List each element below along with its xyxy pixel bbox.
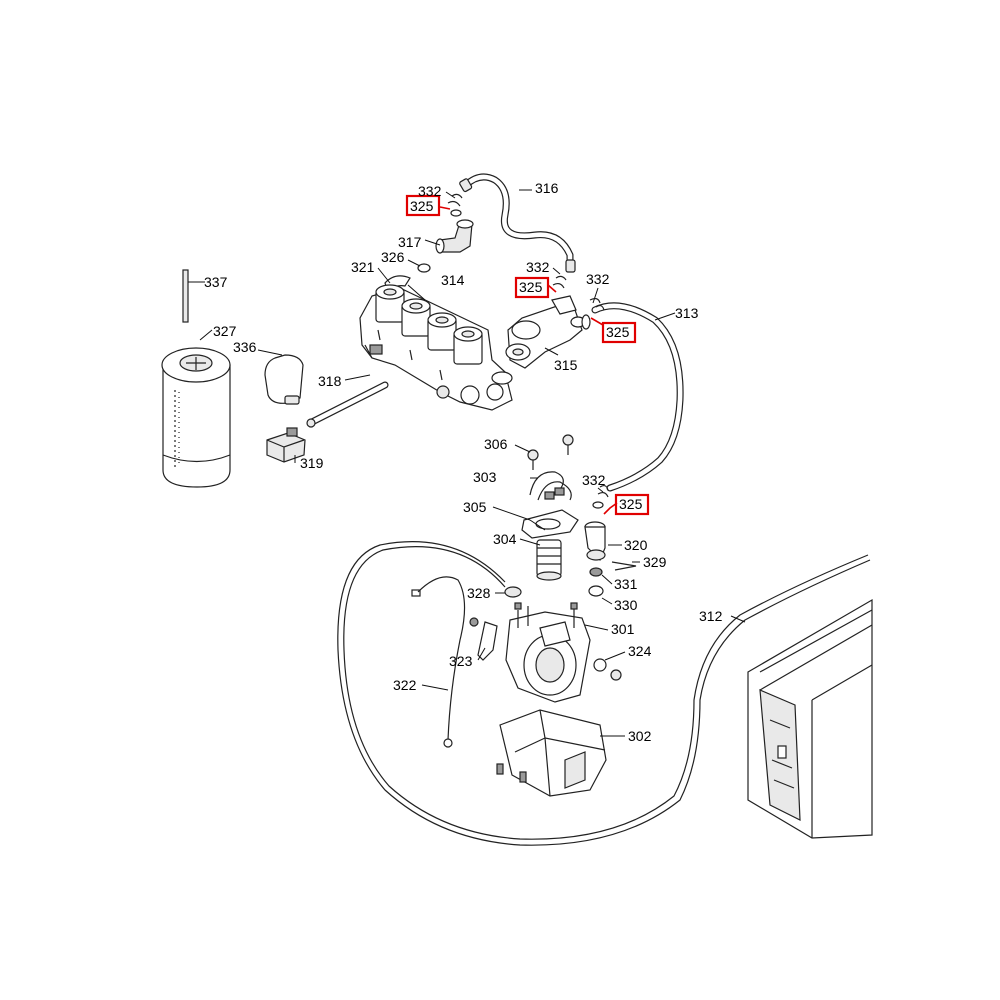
part-317-elbow bbox=[435, 219, 474, 254]
part-330-cap bbox=[588, 585, 604, 597]
part-336-hose-loop bbox=[264, 354, 304, 405]
part-305-gasket bbox=[521, 509, 579, 539]
callout-315: 315 bbox=[554, 357, 578, 373]
part-301-boiler bbox=[505, 602, 591, 703]
callout-323: 323 bbox=[449, 653, 473, 669]
callout-328: 328 bbox=[467, 585, 491, 601]
callout-319: 319 bbox=[300, 455, 324, 471]
part-316-hose bbox=[459, 173, 576, 273]
callout-325-highlight: 325 bbox=[619, 496, 643, 512]
callout-337: 337 bbox=[204, 274, 228, 290]
callout-332: 332 bbox=[418, 183, 442, 199]
part-328-grommet bbox=[504, 586, 522, 598]
part-322-cable bbox=[411, 576, 466, 748]
callout-322: 322 bbox=[393, 677, 417, 693]
callout-301: 301 bbox=[611, 621, 635, 637]
callout-325-highlight: 325 bbox=[606, 324, 630, 340]
part-319-connector bbox=[266, 427, 306, 463]
highlight-boxes bbox=[405, 194, 650, 516]
callout-306: 306 bbox=[484, 436, 508, 452]
callout-326: 326 bbox=[381, 249, 405, 265]
callout-304: 304 bbox=[493, 531, 517, 547]
callout-313: 313 bbox=[675, 305, 699, 321]
part-329-clip bbox=[611, 561, 637, 571]
part-306-screws bbox=[527, 434, 574, 470]
callout-302: 302 bbox=[628, 728, 652, 744]
callout-317: 317 bbox=[398, 234, 422, 250]
callout-318: 318 bbox=[318, 373, 342, 389]
part-320-fitting bbox=[584, 521, 606, 562]
part-327-canister bbox=[161, 347, 231, 488]
callout-324: 324 bbox=[628, 643, 652, 659]
part-314-valve-block bbox=[359, 284, 513, 411]
leader-lines bbox=[188, 189, 746, 737]
callout-321: 321 bbox=[351, 259, 375, 275]
part-303-harness bbox=[529, 471, 572, 501]
callout-332: 332 bbox=[526, 259, 550, 275]
callout-303: 303 bbox=[473, 469, 497, 485]
callout-332: 332 bbox=[586, 271, 610, 287]
part-304-heater bbox=[536, 539, 562, 581]
callout-labels: 337 327 336 319 318 321 326 314 317 332 … bbox=[204, 180, 723, 744]
callout-327: 327 bbox=[213, 323, 237, 339]
part-318-tube bbox=[306, 381, 389, 428]
callout-314: 314 bbox=[441, 272, 465, 288]
part-324-screw bbox=[593, 658, 622, 681]
callout-325-highlight: 325 bbox=[410, 198, 434, 214]
callout-305: 305 bbox=[463, 499, 487, 515]
part-315-valve bbox=[505, 295, 591, 369]
part-313-hose bbox=[591, 302, 684, 492]
callout-312: 312 bbox=[699, 608, 723, 624]
callout-325-highlight: 325 bbox=[519, 279, 543, 295]
parts-clips bbox=[447, 193, 609, 509]
callout-332: 332 bbox=[582, 472, 606, 488]
callout-331: 331 bbox=[614, 576, 638, 592]
part-323-bracket bbox=[469, 617, 498, 661]
callout-336: 336 bbox=[233, 339, 257, 355]
callout-330: 330 bbox=[614, 597, 638, 613]
part-302-tray bbox=[496, 709, 607, 797]
part-337-strip bbox=[182, 269, 189, 323]
callout-316: 316 bbox=[535, 180, 559, 196]
part-331-ring bbox=[589, 567, 603, 577]
part-drain-hose bbox=[337, 541, 871, 846]
part-326-oring bbox=[417, 263, 431, 273]
callout-320: 320 bbox=[624, 537, 648, 553]
callout-329: 329 bbox=[643, 554, 667, 570]
part-312-housing bbox=[747, 598, 873, 839]
